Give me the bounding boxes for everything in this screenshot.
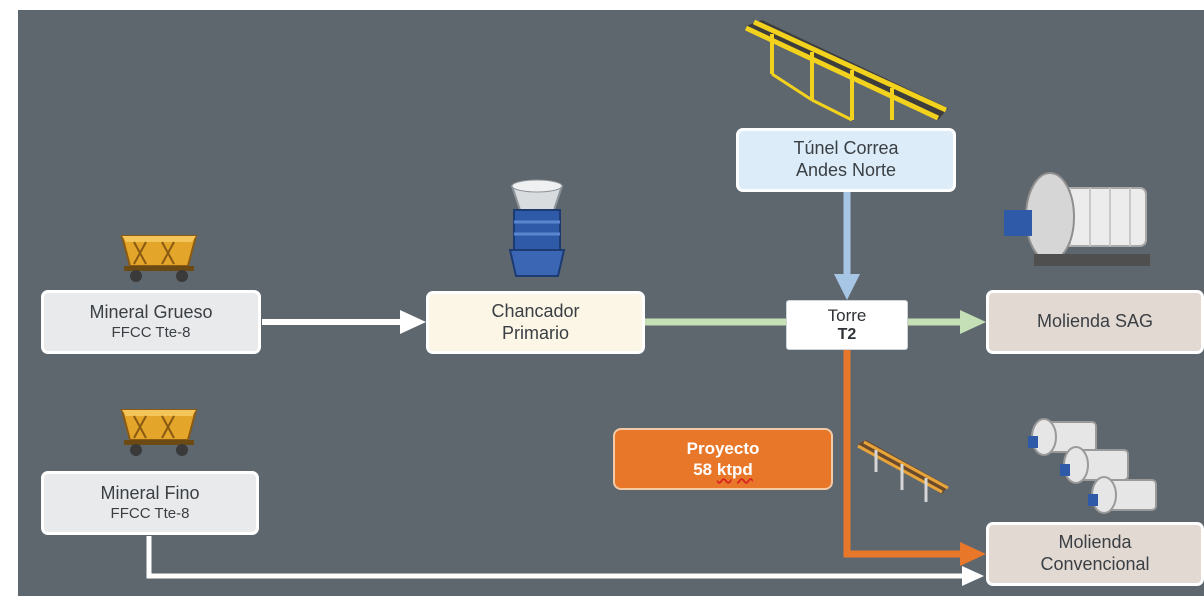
project-capacity: 58 ktpd (693, 459, 753, 480)
arrow-torre-to-convencional (843, 350, 986, 566)
project-unit: ktpd (716, 460, 753, 479)
node-molienda-convencional: Molienda Convencional (986, 522, 1204, 586)
node-chancador-line2: Primario (501, 322, 569, 343)
belt-conveyor-icon (744, 19, 948, 122)
node-mineral-fino: Mineral Fino FFCC Tte-8 (41, 471, 259, 535)
node-molienda-conv-line2: Convencional (1040, 554, 1150, 574)
node-tunel-line1: Túnel Correa (793, 138, 899, 159)
node-torre-id: T2 (837, 325, 857, 343)
node-mineral-grueso-subtitle: FFCC Tte-8 (111, 323, 191, 341)
node-tunel-line2: Andes Norte (795, 160, 897, 180)
arrow-grueso-to-chancador (262, 310, 426, 334)
node-mineral-fino-subtitle: FFCC Tte-8 (110, 504, 190, 522)
belt-conveyor-icon (857, 440, 949, 502)
node-mineral-grueso: Mineral Grueso FFCC Tte-8 (41, 290, 261, 354)
node-molienda-conv-line1: Molienda (1058, 532, 1132, 553)
arrow-torre-to-sag (908, 310, 986, 334)
node-tunel-correa: Túnel Correa Andes Norte (736, 128, 956, 192)
gyratory-crusher-icon (508, 179, 566, 277)
node-molienda-sag: Molienda SAG (986, 290, 1204, 354)
ore-rail-car-icon (120, 235, 198, 282)
project-badge: Proyecto 58 ktpd (613, 428, 833, 490)
project-label: Proyecto (686, 438, 760, 458)
node-chancador-primario: Chancador Primario (426, 291, 645, 354)
arrow-tunel-to-torre (834, 192, 860, 300)
node-torre-t2: Torre T2 (786, 300, 908, 350)
ore-rail-car-icon (120, 409, 198, 456)
project-value: 58 (693, 460, 713, 479)
sag-mill-icon (1004, 172, 1150, 266)
ball-mills-icon (1028, 418, 1157, 514)
arrow-fino-to-convencional (146, 536, 984, 586)
node-chancador-line1: Chancador (491, 300, 580, 321)
node-mineral-fino-title: Mineral Fino (100, 483, 200, 504)
node-torre-label: Torre (827, 306, 867, 326)
node-molienda-sag-label: Molienda SAG (1036, 311, 1154, 332)
node-mineral-grueso-title: Mineral Grueso (89, 302, 213, 323)
